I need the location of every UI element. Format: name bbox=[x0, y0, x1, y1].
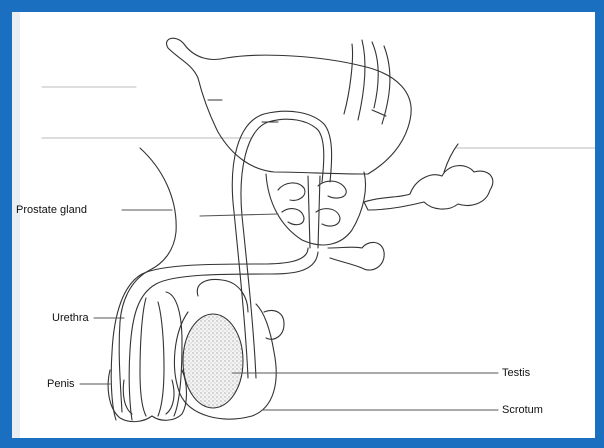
bladder-detail bbox=[208, 100, 386, 122]
vas-deferens-inner bbox=[241, 119, 324, 378]
seminal-vesicle bbox=[364, 166, 493, 210]
prostate-body bbox=[266, 172, 366, 245]
ureter-inner bbox=[372, 42, 378, 108]
prostate-inner-3 bbox=[282, 209, 304, 225]
leader-prostate-gland-2 bbox=[200, 214, 278, 216]
ureter-right bbox=[358, 40, 365, 120]
penis-corpus-1 bbox=[140, 298, 146, 416]
prostate-inner-2 bbox=[318, 181, 346, 198]
prostate-inner-4 bbox=[316, 209, 340, 226]
label-urethra: Urethra bbox=[52, 312, 89, 324]
label-scrotum: Scrotum bbox=[502, 404, 543, 416]
diagram-frame: Prostate gland Urethra Penis Testis Scro… bbox=[12, 12, 595, 438]
testis bbox=[183, 314, 243, 408]
label-testis: Testis bbox=[502, 367, 530, 379]
penis-corpus-2 bbox=[158, 302, 164, 416]
prostate-urethra-channel bbox=[308, 176, 320, 248]
label-penis: Penis bbox=[47, 378, 75, 390]
ureter-left bbox=[344, 44, 353, 114]
ureter-inner-2 bbox=[382, 46, 390, 124]
bulbourethral-gland bbox=[328, 242, 384, 270]
prostate-inner-1 bbox=[278, 183, 305, 200]
label-prostate-gland: Prostate gland bbox=[16, 204, 87, 216]
